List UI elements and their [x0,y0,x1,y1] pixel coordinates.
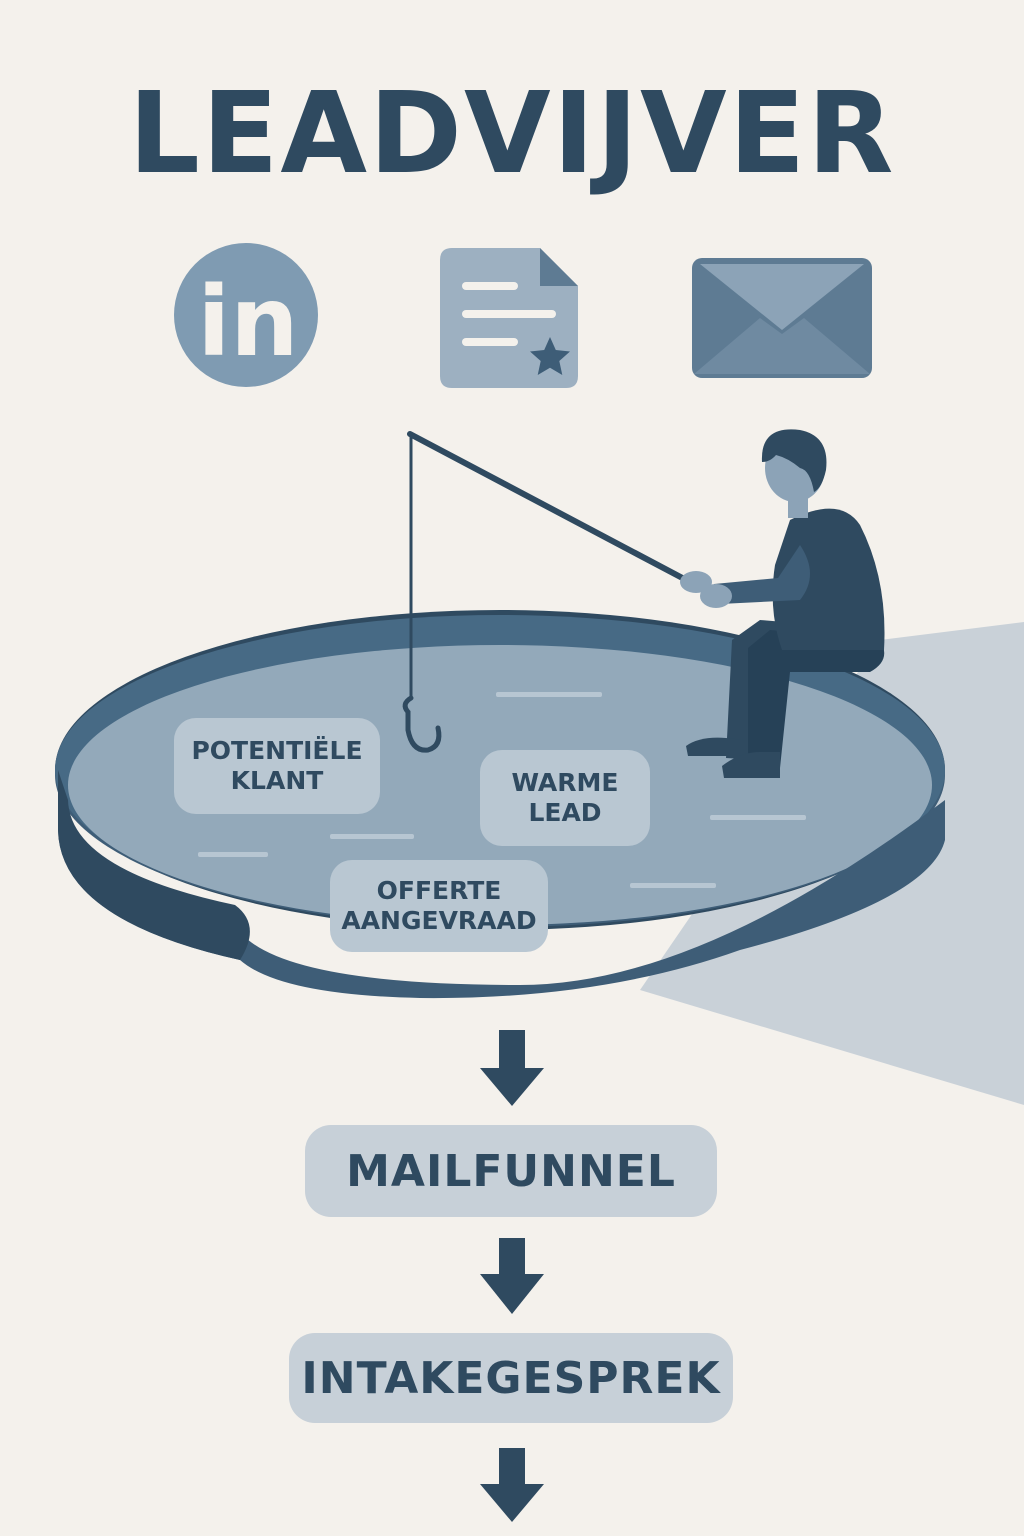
pond-label-line: AANGEVRAAD [341,906,537,935]
linkedin-glyph: in [197,266,298,378]
arrow-down-icon [480,1238,544,1314]
pond-label-quote-requested: OFFERTE AANGEVRAAD [330,860,548,952]
arrow-down-icon [480,1030,544,1106]
pond-label-line: KLANT [230,766,324,795]
star-icon [530,337,570,375]
envelope-icon [692,258,872,378]
document-star-icon [440,248,578,388]
pond-label-potential-client: POTENTIËLE KLANT [174,718,380,814]
linkedin-icon: in [174,243,318,387]
pond-label-line: POTENTIËLE [191,736,363,765]
pond-label-line: WARME [511,768,619,797]
pond-label-line: OFFERTE [376,876,502,905]
step-mailfunnel: MAILFUNNEL [305,1125,717,1217]
arrow-down-icon [480,1448,544,1522]
step-intakegesprek: INTAKEGESPREK [289,1333,733,1423]
hook-icon [402,695,442,753]
page-title: LEADVIJVER [128,69,896,199]
fisherman [680,429,885,778]
fishing-rod [402,431,693,753]
pond-label-warm-lead: WARME LEAD [480,750,650,846]
pond-label-line: LEAD [528,798,602,827]
